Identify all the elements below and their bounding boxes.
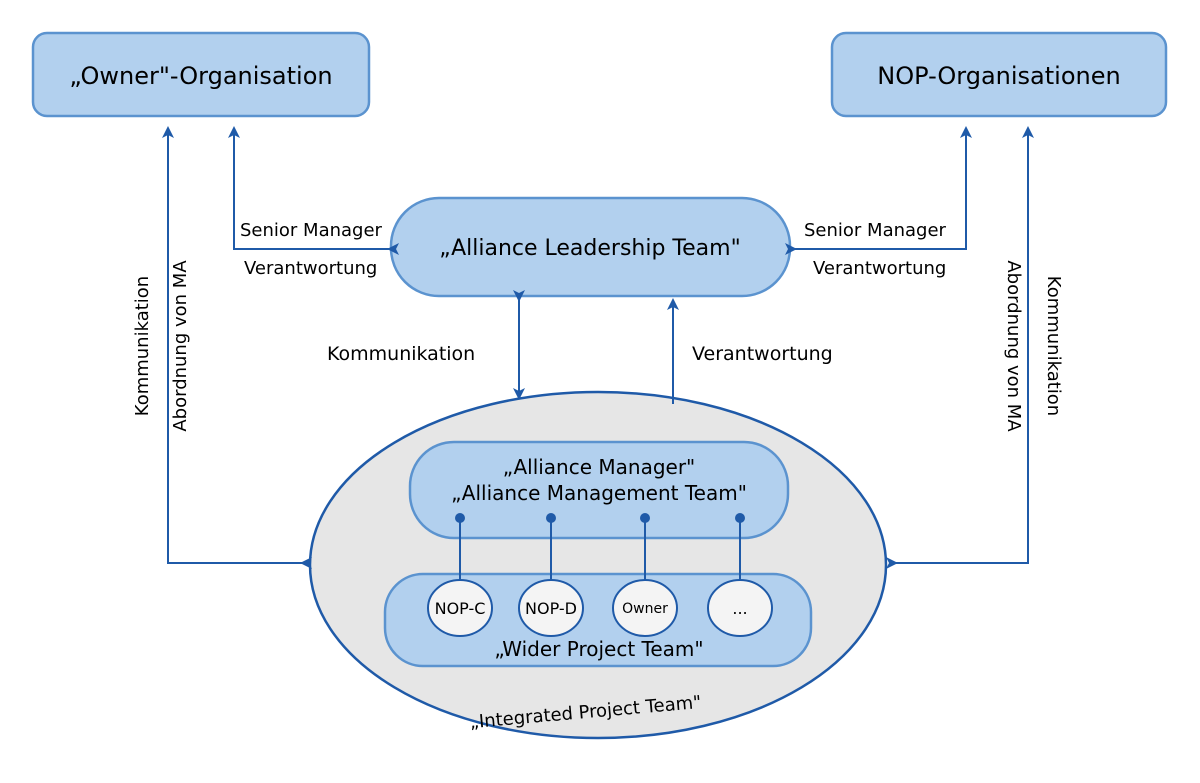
right-outer-arrow <box>886 126 1034 569</box>
left-senior-manager-label: Senior Manager <box>240 220 383 241</box>
right-senior-arrow <box>785 126 972 255</box>
member-more: ... <box>707 579 773 637</box>
middle-kommunikation-label: Kommunikation <box>327 343 475 365</box>
alliance-leadership-team-label: „Alliance Leadership Team" <box>439 236 740 261</box>
nop-organisationen-box: NOP-Organisationen <box>830 31 1168 118</box>
connector-dot <box>640 513 650 523</box>
member-label: Owner <box>622 601 668 617</box>
left-abordnung-label: Abordnung von MA <box>170 260 191 432</box>
member-label: ... <box>732 599 747 618</box>
right-abordnung-label: Abordnung von MA <box>1003 260 1024 432</box>
left-verantwortung-label: Verantwortung <box>244 258 377 279</box>
middle-verantwortung-label: Verantwortung <box>692 343 833 365</box>
right-kommunikation-label: Kommunikation <box>1043 276 1064 416</box>
right-senior-manager-label: Senior Manager <box>804 220 947 241</box>
connector-dot <box>735 513 745 523</box>
member-owner: Owner <box>612 579 678 637</box>
right-arrows <box>785 126 1034 569</box>
member-nop-c: NOP-C <box>427 579 493 637</box>
member-nop-d: NOP-D <box>518 579 584 637</box>
member-connectors <box>455 513 745 584</box>
alliance-manager-label: „Alliance Manager" <box>503 455 696 479</box>
owner-organisation-label: „Owner"-Organisation <box>69 62 332 90</box>
middle-arrows <box>513 290 679 404</box>
owner-organisation-box: „Owner"-Organisation <box>31 31 371 118</box>
left-outer-arrow <box>162 126 312 569</box>
alliance-leadership-team-box: „Alliance Leadership Team" <box>389 196 792 298</box>
wider-project-team-label: „Wider Project Team" <box>494 637 703 661</box>
wider-project-team-box: „Wider Project Team" <box>383 572 813 668</box>
alliance-management-team-label: „Alliance Management Team" <box>451 481 747 505</box>
connector-dot <box>455 513 465 523</box>
right-verantwortung-label: Verantwortung <box>813 258 946 279</box>
connector-dot <box>546 513 556 523</box>
member-label: NOP-C <box>435 599 486 618</box>
alliance-management-team-box: „Alliance Manager" „Alliance Management … <box>408 440 790 540</box>
member-label: NOP-D <box>525 599 577 618</box>
left-kommunikation-label: Kommunikation <box>132 276 153 416</box>
nop-organisationen-label: NOP-Organisationen <box>877 62 1120 90</box>
left-arrows <box>162 126 399 569</box>
left-senior-arrow <box>228 126 399 255</box>
